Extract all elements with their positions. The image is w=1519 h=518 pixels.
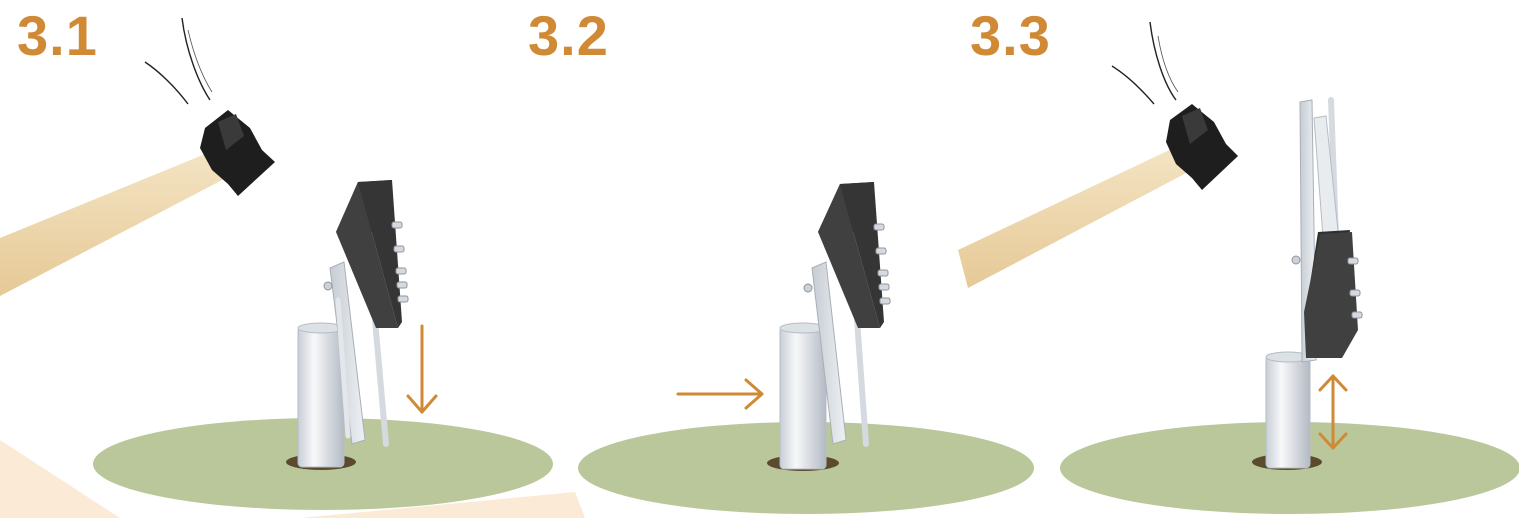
motion-line: [1157, 35, 1179, 93]
step-label-3-1: 3.1: [17, 4, 98, 67]
step-1-illustration: [0, 17, 553, 510]
hammer-icon: [958, 21, 1238, 288]
bolt: [1291, 255, 1301, 265]
device-connectors: [391, 221, 409, 303]
device-box-front: [840, 182, 884, 328]
right-arrow-icon: [676, 378, 764, 410]
hammer-icon: [0, 17, 275, 296]
post: [779, 326, 827, 470]
step-label-3-2: 3.2: [528, 4, 609, 67]
hammer-handle: [958, 145, 1192, 288]
step-label-3-3: 3.3: [970, 4, 1051, 67]
motion-line: [181, 17, 211, 101]
bolt: [323, 281, 333, 291]
motion-line: [1149, 21, 1177, 101]
double-arrow-icon: [1318, 374, 1348, 450]
motion-line: [187, 29, 213, 93]
device-box-front: [358, 180, 402, 328]
background-wedge: [300, 492, 585, 518]
device-box: [336, 182, 398, 328]
mount-leg: [372, 317, 389, 447]
step-3-illustration: [958, 21, 1519, 514]
mount-leg: [335, 297, 351, 439]
motion-line: [1111, 65, 1155, 105]
device-box: [1304, 232, 1358, 358]
hammer-head: [200, 110, 275, 196]
device-connectors: [1347, 257, 1363, 319]
hammer-handle: [0, 150, 226, 296]
motion-line: [144, 61, 189, 105]
down-arrow-icon: [406, 324, 438, 414]
mounting-bracket: [811, 261, 847, 445]
device-box: [818, 184, 880, 328]
mount-leg: [854, 317, 869, 447]
step-2-illustration: [578, 182, 1034, 514]
background-wedge: [0, 440, 120, 518]
post: [297, 326, 345, 468]
post: [1265, 355, 1311, 469]
bolt: [803, 283, 813, 293]
hammer-head: [1166, 104, 1238, 190]
device-connectors: [873, 223, 891, 305]
